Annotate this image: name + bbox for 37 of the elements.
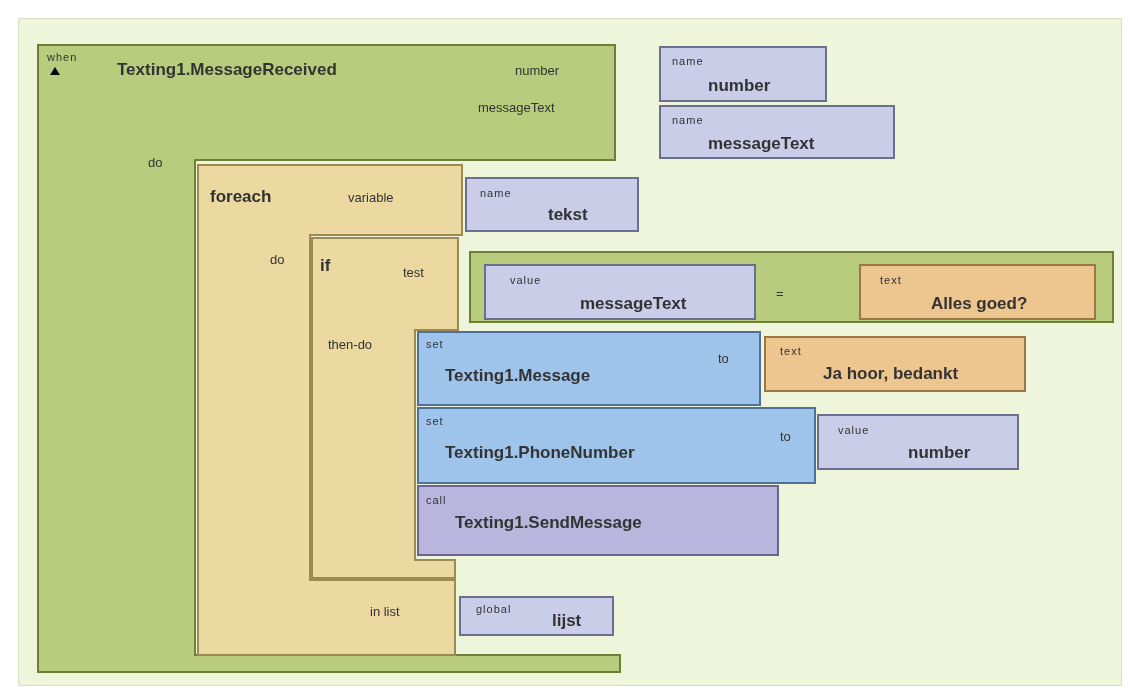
block-title: lijst (552, 611, 582, 630)
block-label: set (426, 414, 444, 429)
block-title: Texting1.Message (445, 366, 591, 385)
block-title: Alles goed? (931, 294, 1028, 313)
block-label: variable (348, 190, 394, 205)
block-label: do (270, 252, 285, 267)
block-title: foreach (210, 187, 272, 206)
block-title: number (708, 76, 771, 95)
block-title: tekst (548, 205, 588, 224)
block-label: number (515, 63, 560, 78)
block-title: number (908, 443, 971, 462)
block-label: when (47, 50, 78, 65)
block-title: messageText (580, 294, 687, 313)
block-title: Texting1.SendMessage (455, 513, 642, 532)
block-label: name (480, 186, 512, 201)
block-label: value (838, 423, 870, 438)
block-label: name (672, 54, 704, 69)
block-title: Ja hoor, bedankt (823, 364, 959, 383)
block-label: name (672, 113, 704, 128)
block-label: = (776, 286, 784, 301)
block-label: global (476, 602, 512, 617)
block-label: call (426, 493, 447, 508)
block-label: text (880, 273, 902, 288)
block-label: do (148, 155, 163, 170)
block-label: to (780, 429, 791, 444)
block-label: text (780, 344, 802, 359)
block-title: if (320, 256, 331, 275)
block-label: value (510, 273, 542, 288)
block-label: set (426, 337, 444, 352)
block-title: Texting1.PhoneNumber (445, 443, 635, 462)
block-label: test (403, 265, 424, 280)
block-label: in list (370, 604, 400, 619)
block-label: messageText (478, 100, 555, 115)
block-title: Texting1.MessageReceived (117, 60, 337, 79)
block-label: then-do (328, 337, 373, 352)
block-label: to (718, 351, 729, 366)
block-title: messageText (708, 134, 815, 153)
